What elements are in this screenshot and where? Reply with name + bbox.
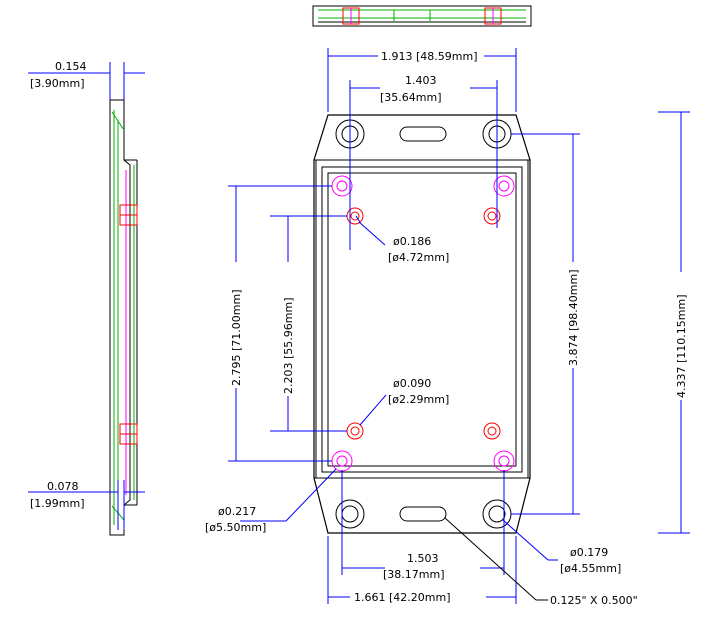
callout-pcb-hole	[355, 215, 386, 246]
dim-wall-thickness	[28, 62, 145, 100]
dim-bottom-outer-spacing	[327, 536, 517, 604]
slot-size-label: 0.125" X 0.500"	[550, 594, 638, 607]
enclosure-outline	[313, 114, 531, 534]
lid-thickness-mm: [1.99mm]	[30, 497, 85, 510]
callout-slot	[444, 517, 548, 601]
bottom-outer-spacing-label: 1.661 [42.20mm]	[354, 591, 451, 604]
lid-thickness-inch: 0.078	[47, 480, 79, 493]
vert-boss-spacing-label: 2.795 [71.00mm]	[230, 290, 243, 387]
overall-length-label: 4.337 [110.15mm]	[675, 295, 688, 399]
boss-diameter-inch: ø0.217	[218, 505, 256, 518]
dim-top-outer-width	[327, 48, 517, 112]
mount-hole-diameter-mm: [ø4.55mm]	[560, 562, 621, 575]
corner-bosses	[331, 175, 515, 472]
small-hole-diameter-mm: [ø2.29mm]	[388, 393, 449, 406]
wall-thickness-inch: 0.154	[55, 60, 87, 73]
callout-boss	[240, 468, 337, 522]
vert-mount-spacing-label: 3.874 [98.40mm]	[567, 270, 580, 367]
dim-overall-length	[658, 111, 690, 534]
top-outer-width-label: 1.913 [48.59mm]	[381, 50, 478, 63]
side-section-view	[109, 99, 138, 536]
bottom-inner-spacing-mm: [38.17mm]	[383, 568, 445, 581]
dim-vert-boss-spacing	[228, 185, 332, 462]
pcb-holes	[346, 207, 501, 440]
top-hole-spacing-mm: [35.64mm]	[380, 91, 442, 104]
top-hole-spacing-inch: 1.403	[405, 74, 437, 87]
small-hole-diameter-inch: ø0.090	[393, 377, 431, 390]
dim-lid-thickness	[28, 480, 145, 530]
dim-top-hole-spacing	[349, 80, 498, 250]
pcb-hole-diameter-inch: ø0.186	[393, 235, 431, 248]
dim-vert-pcb-spacing	[270, 215, 347, 432]
boss-diameter-mm: [ø5.50mm]	[205, 521, 266, 534]
wall-thickness-mm: [3.90mm]	[30, 77, 85, 90]
top-edge-view	[312, 5, 532, 27]
callout-small-hole	[359, 394, 387, 426]
vert-pcb-spacing-label: 2.203 [55.96mm]	[282, 298, 295, 395]
mount-hole-diameter-inch: ø0.179	[570, 546, 608, 559]
mounting-holes	[335, 119, 512, 529]
callout-mount-hole	[502, 519, 558, 561]
dim-vert-mount-spacing	[511, 133, 580, 515]
pcb-hole-diameter-mm: [ø4.72mm]	[388, 251, 449, 264]
bottom-inner-spacing-inch: 1.503	[407, 552, 439, 565]
